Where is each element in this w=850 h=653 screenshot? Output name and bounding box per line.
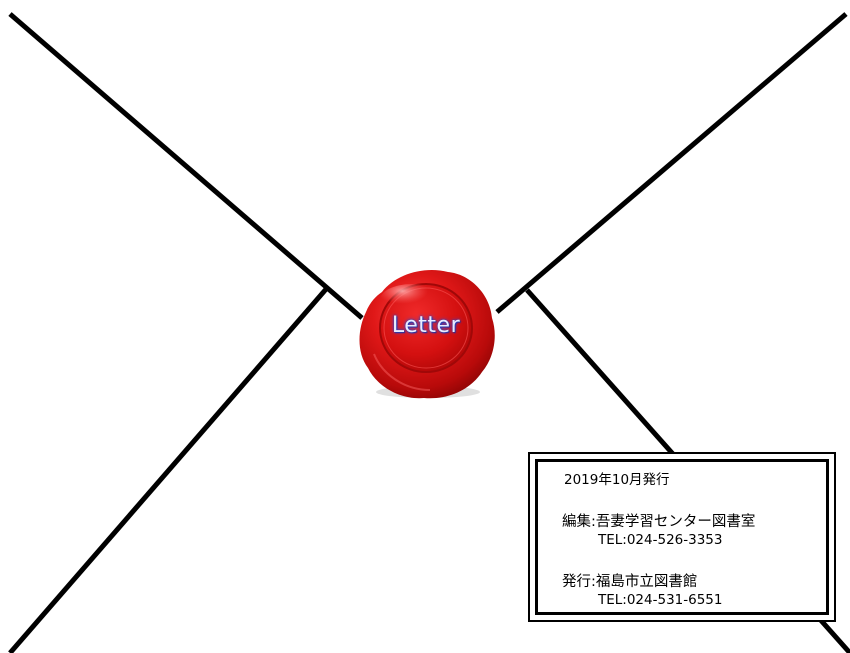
wax-seal-graphic (359, 270, 495, 399)
seal-label: Letter (391, 313, 461, 338)
publisher-line: 発行:福島市立図書館 (562, 574, 698, 590)
envelope-bottom-left-line (8, 286, 329, 653)
wax-seal: Letter (352, 262, 500, 402)
publisher-phone: TEL:024-531-6551 (598, 592, 723, 608)
envelope-flap-right-line (495, 12, 848, 314)
publication-info-inner-frame (535, 459, 829, 615)
editor-line: 編集:吾妻学習センター図書室 (562, 514, 756, 530)
publication-info-box: 2019年10月発行 編集:吾妻学習センター図書室 TEL:024-526-33… (528, 452, 836, 622)
publication-date: 2019年10月発行 (564, 472, 670, 488)
envelope-flap-left-line (8, 12, 364, 320)
editor-phone: TEL:024-526-3353 (598, 532, 723, 548)
